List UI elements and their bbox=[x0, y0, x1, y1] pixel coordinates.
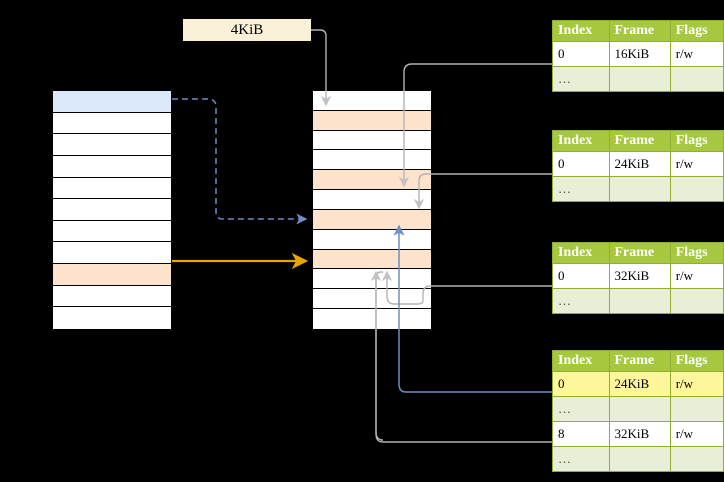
cell-index: 0 bbox=[552, 263, 610, 289]
cell-flags: r/w bbox=[669, 421, 724, 447]
cell-flags: r/w bbox=[669, 263, 724, 289]
cell-flags: r/w bbox=[669, 151, 724, 177]
stack-row bbox=[313, 289, 431, 310]
column-header-index: Index bbox=[552, 20, 610, 42]
stack-row bbox=[53, 112, 171, 135]
cell-frame bbox=[608, 176, 671, 202]
table-row: … bbox=[552, 66, 724, 92]
cell-flags bbox=[669, 446, 724, 472]
stack-row bbox=[53, 177, 171, 200]
table-row: … bbox=[552, 288, 724, 314]
stack-row bbox=[53, 307, 171, 329]
cell-index: … bbox=[552, 446, 610, 472]
stack-row bbox=[53, 155, 171, 178]
stack-row bbox=[313, 229, 431, 250]
stack-row bbox=[313, 110, 431, 131]
stack-row bbox=[53, 91, 171, 113]
cell-frame: 32KiB bbox=[608, 421, 671, 447]
stack-row bbox=[53, 220, 171, 243]
cell-frame: 32KiB bbox=[608, 263, 671, 289]
cell-flags: r/w bbox=[669, 41, 724, 67]
cell-flags bbox=[669, 396, 724, 422]
table-row: … bbox=[552, 396, 724, 422]
table-row: … bbox=[552, 446, 724, 472]
cell-frame: 24KiB bbox=[608, 371, 671, 397]
cell-index: … bbox=[552, 176, 610, 202]
column-header-index: Index bbox=[552, 130, 610, 152]
stack-row bbox=[313, 309, 431, 329]
column-header-frame: Frame bbox=[608, 350, 671, 372]
left-column-stack bbox=[52, 90, 172, 330]
cell-index: 0 bbox=[552, 371, 610, 397]
cell-frame bbox=[608, 288, 671, 314]
size-label-4kib: 4KiB bbox=[183, 19, 311, 41]
cell-index: 0 bbox=[552, 151, 610, 177]
stack-row bbox=[313, 170, 431, 191]
cell-index: … bbox=[552, 396, 610, 422]
column-header-frame: Frame bbox=[608, 130, 671, 152]
column-header-flags: Flags bbox=[669, 350, 724, 372]
cell-flags bbox=[669, 66, 724, 92]
cell-frame bbox=[608, 396, 671, 422]
wire-left-row0-to-middle bbox=[172, 98, 308, 225]
stack-row bbox=[313, 91, 431, 111]
table-row: … bbox=[552, 176, 724, 202]
stack-row bbox=[313, 130, 431, 151]
stack-row bbox=[53, 285, 171, 308]
column-header-flags: Flags bbox=[669, 130, 724, 152]
stack-row bbox=[313, 249, 431, 270]
wire-table2-to-middle bbox=[413, 173, 552, 210]
stack-row bbox=[53, 199, 171, 221]
cell-frame bbox=[608, 66, 671, 92]
stack-row bbox=[53, 134, 171, 156]
stack-row bbox=[53, 242, 171, 264]
cell-index: … bbox=[552, 66, 610, 92]
column-header-flags: Flags bbox=[669, 20, 724, 42]
cell-flags: r/w bbox=[669, 371, 724, 397]
cell-frame: 16KiB bbox=[608, 41, 671, 67]
stack-row bbox=[313, 209, 431, 230]
stack-row bbox=[313, 269, 431, 290]
column-header-frame: Frame bbox=[608, 20, 671, 42]
column-header-frame: Frame bbox=[608, 242, 671, 264]
column-header-index: Index bbox=[552, 350, 610, 372]
column-header-flags: Flags bbox=[669, 242, 724, 264]
middle-column-stack bbox=[312, 90, 432, 330]
stack-row bbox=[313, 150, 431, 171]
cell-index: … bbox=[552, 288, 610, 314]
column-header-index: Index bbox=[552, 242, 610, 264]
cell-frame: 24KiB bbox=[608, 151, 671, 177]
stack-row bbox=[313, 190, 431, 210]
cell-index: 8 bbox=[552, 421, 610, 447]
cell-flags bbox=[669, 288, 724, 314]
cell-flags bbox=[669, 176, 724, 202]
cell-frame bbox=[608, 446, 671, 472]
cell-index: 0 bbox=[552, 41, 610, 67]
stack-row bbox=[53, 264, 171, 286]
